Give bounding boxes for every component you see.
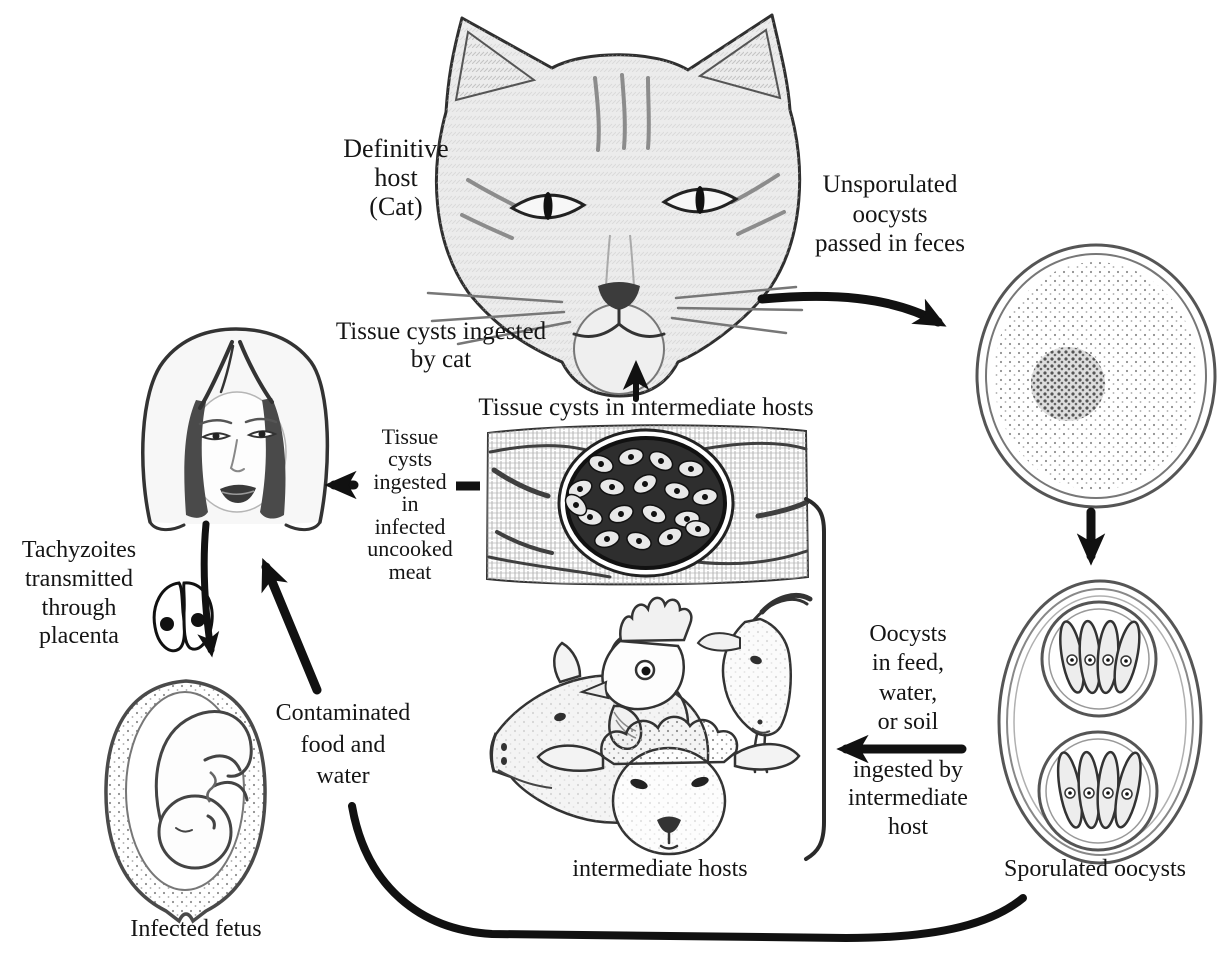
- arrow-food-to-human: [261, 558, 322, 695]
- cat-whiskers: [426, 285, 804, 346]
- woman-hair-right: [260, 398, 286, 519]
- curve-oocysts-to-food: [348, 802, 1027, 943]
- grouping-bracket: [804, 497, 826, 861]
- woman-features: [198, 417, 278, 503]
- label-tissue-cysts-in-intermediate-hosts: Tissue cysts in intermediate hosts: [478, 394, 814, 421]
- sporocyst-bottom: [1037, 730, 1159, 852]
- tissue-cyst-illustration: [485, 424, 810, 586]
- unsporulated-oocyst-illustration: [975, 243, 1217, 509]
- woman-hair-outline: [141, 327, 330, 524]
- arrow-cat-to-oocyst: [757, 291, 947, 327]
- cat-right-inner-ear: [697, 28, 782, 100]
- woman-hair-left: [184, 400, 208, 518]
- label-infected-fetus: Infected fetus: [130, 916, 262, 942]
- cat-eyes: [509, 186, 739, 220]
- cat-left-inner-ear: [454, 30, 537, 102]
- woman-illustration: [141, 327, 330, 531]
- label-tissue-cysts-ingested-in-meat: Tissue cysts ingested in infected uncook…: [367, 424, 453, 584]
- intermediate-hosts-illustration: [489, 593, 813, 856]
- label-contaminated-food-water: Contaminated food and water: [275, 700, 411, 790]
- cat-illustration: [426, 13, 804, 398]
- sporocyst-top: [1040, 600, 1158, 718]
- lamb-icon: [536, 715, 801, 856]
- label-sporulated-oocysts: Sporulated oocysts: [1004, 856, 1186, 882]
- woman-bangs: [198, 340, 274, 410]
- label-tachyzoites-placenta: Tachyzoites transmitted through placenta: [21, 537, 137, 650]
- umbilical-cord: [206, 771, 217, 803]
- bradyzoites: [564, 447, 719, 551]
- flow-arrows: [197, 291, 1106, 943]
- cat-nose-bridge: [605, 234, 635, 287]
- label-tissue-cysts-ingested-by-cat: Tissue cysts ingested by cat: [335, 318, 547, 373]
- label-unsporulated-oocysts: Unsporulated oocysts passed in feces: [815, 171, 965, 257]
- arrow-human-to-fetus: [197, 520, 220, 658]
- label-ingested-by-intermediate-host: ingested by intermediate host: [848, 757, 968, 840]
- cat-mouth: [572, 308, 666, 338]
- fetus-limbs: [175, 754, 249, 833]
- woman-hair-flip: [148, 520, 322, 531]
- label-definitive-host: Definitive host (Cat): [343, 134, 449, 222]
- fetus-body: [154, 710, 253, 828]
- label-intermediate-hosts: intermediate hosts: [572, 856, 748, 882]
- sporulated-oocyst-illustration: [997, 579, 1203, 865]
- fetus-head: [157, 794, 233, 870]
- goat-icon: [696, 593, 813, 774]
- cat-nose: [598, 282, 640, 310]
- fetus-illustration: [104, 679, 267, 924]
- label-oocysts-in-feed: Oocysts in feed, water, or soil: [869, 621, 947, 735]
